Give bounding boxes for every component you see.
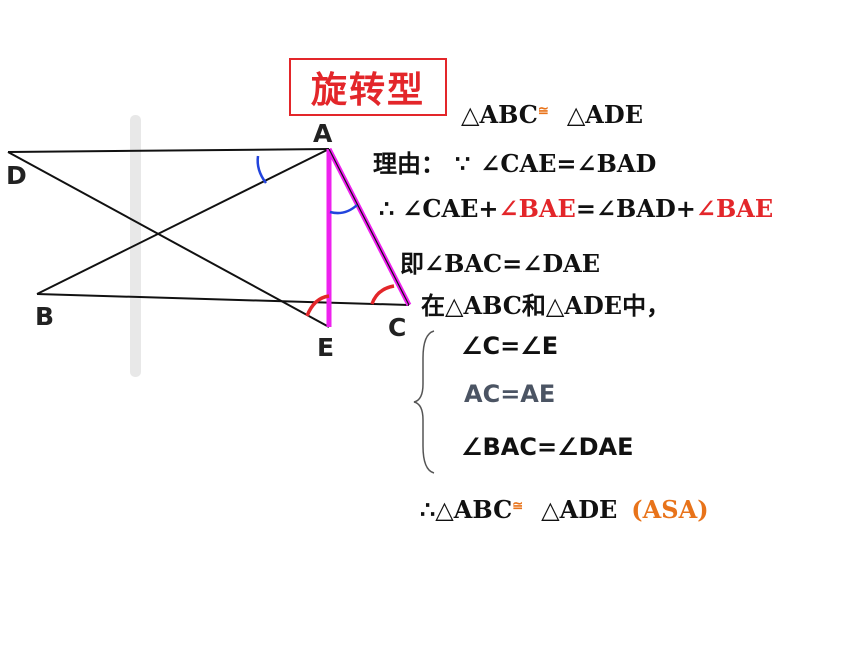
reason-prefix: 理由： xyxy=(373,149,445,178)
label-e: E xyxy=(317,333,334,362)
because-symbol: ∵ xyxy=(455,149,471,178)
sum-step-line: ∴∠CAE+∠BAE=∠BAD+∠BAE xyxy=(379,194,773,223)
segment-bc xyxy=(36,293,410,306)
condition-angle-c: ∠C=∠E xyxy=(461,332,559,360)
label-c: C xyxy=(388,313,406,342)
label-d: D xyxy=(6,161,27,190)
angle-mark-e xyxy=(305,294,330,317)
angle-mark-c xyxy=(370,284,395,305)
conclusion-therefore: ∴ xyxy=(420,495,436,524)
segment-de xyxy=(7,151,330,328)
label-a: A xyxy=(313,119,333,148)
reason-line: 理由： ∵ ∠CAE=∠BAD xyxy=(373,144,656,179)
asa-reason: (ASA) xyxy=(631,495,709,524)
title-box: 旋转型 xyxy=(289,58,447,116)
angle-mark-cae xyxy=(329,204,358,215)
conclusion-left: △ABC xyxy=(435,495,513,524)
angle-mark-d xyxy=(256,155,268,184)
equiv-line: 即∠BAC=∠DAE xyxy=(400,249,601,278)
segment-ba xyxy=(36,148,330,295)
step-part-b: ∠BAE xyxy=(498,194,576,223)
title-text: 旋转型 xyxy=(310,69,425,111)
left-brace xyxy=(413,330,435,474)
congruent-symbol: ≅ xyxy=(537,104,549,119)
step-part-a: ∠CAE+ xyxy=(402,194,499,223)
therefore-symbol: ∴ xyxy=(379,194,395,223)
in-triangles-line: 在△ABC和△ADE中， xyxy=(421,291,671,320)
conclusion-line: ∴△ABC≅ △ADE (ASA) xyxy=(420,495,709,524)
claim-left: △ABC xyxy=(461,100,538,129)
reason-statement: ∠CAE=∠BAD xyxy=(480,149,657,178)
condition-angle-bac: ∠BAC=∠DAE xyxy=(461,433,634,461)
segment-da xyxy=(7,148,330,153)
claim-line: △ABC≅ △ADE xyxy=(461,100,643,129)
conclusion-right: △ADE xyxy=(541,495,618,524)
conclusion-congruent-symbol: ≅ xyxy=(512,499,524,514)
segment-ac-inner xyxy=(328,148,410,306)
claim-right: △ADE xyxy=(566,100,644,129)
condition-side-ac: AC=AE xyxy=(464,380,556,408)
label-b: B xyxy=(35,302,54,331)
step-part-c: =∠BAD+ xyxy=(575,194,696,223)
step-part-d: ∠BAE xyxy=(695,194,774,223)
